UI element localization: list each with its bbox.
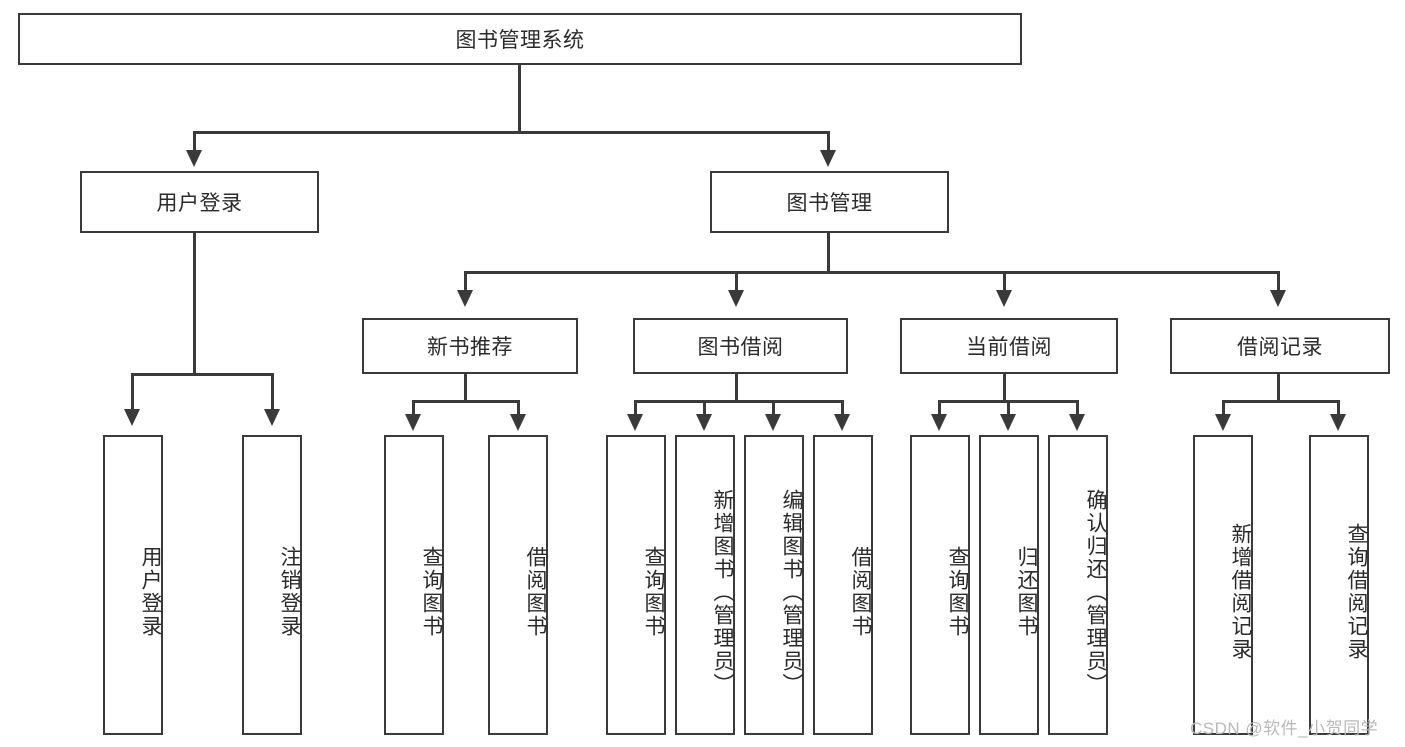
node-current-borrow[interactable]: 当前借阅 [900,318,1118,374]
arrowhead-user-login [186,150,202,167]
edge-book-management-stem [827,233,830,273]
arrowhead-cb-3 [1069,414,1085,431]
leaf-br-query-record[interactable]: 查询借阅记录 [1309,435,1369,735]
leaf-br-add-record[interactable]: 新增借阅记录 [1193,435,1253,735]
node-label: 查询借阅记录 [1345,523,1368,661]
arrowhead-br-2 [1330,414,1346,431]
arrowhead-bb-1 [627,414,643,431]
edge-new-book-recommend-stem [464,374,467,402]
node-label: 图书借阅 [697,336,784,359]
arrowhead-br-1 [1215,414,1231,431]
edge-drop-leaf-user-login-1 [131,373,134,413]
edge-drop-book-management [827,131,830,155]
edge-drop-user-login [193,131,196,155]
edge-drop-cb-3 [1076,400,1079,416]
edge-current-borrow-stem [1003,374,1006,402]
node-borrow-record[interactable]: 借阅记录 [1170,318,1390,374]
edge-book-borrow-stem [735,374,738,402]
leaf-user-login-logout[interactable]: 注销登录 [242,435,302,735]
node-label: 图书管理 [786,192,873,215]
node-label: 借阅图书 [849,546,872,638]
leaf-bb-query-book[interactable]: 查询图书 [606,435,666,735]
edge-drop-br-2 [1337,400,1340,416]
edge-level3-bus [464,271,1280,274]
edge-drop-cb-1 [938,400,941,416]
leaf-bb-edit-book-admin[interactable]: 编辑图书（管理员） [744,435,804,735]
node-label: 查询图书 [946,546,969,638]
arrowhead-bb-2 [696,414,712,431]
edge-book-borrow-bus [634,400,844,403]
node-book-borrow[interactable]: 图书借阅 [633,318,848,374]
edge-drop-bb-2 [703,400,706,416]
edge-drop-bb-4 [841,400,844,416]
arrowhead-leaf-user-login-1 [124,409,140,426]
arrowhead-level3-4 [1270,290,1286,307]
edge-borrow-record-stem [1277,374,1280,402]
edge-user-login-stem [193,233,196,375]
node-label: 图书管理系统 [455,29,585,52]
edge-user-login-bus [131,373,274,376]
leaf-bb-borrow-book[interactable]: 借阅图书 [813,435,873,735]
edge-drop-level3-3 [1003,271,1006,295]
edge-drop-nbr-2 [517,400,520,416]
node-label: 借阅图书 [524,546,547,638]
node-label: 用户登录 [156,192,243,215]
node-label: 确认归还（管理员） [1084,488,1107,696]
edge-level2-bus [193,131,830,134]
edge-drop-level3-4 [1277,271,1280,295]
edge-new-book-recommend-bus [412,400,520,403]
leaf-nbr-query-book[interactable]: 查询图书 [384,435,444,735]
node-label: 查询图书 [420,546,443,638]
node-root-book-management-system[interactable]: 图书管理系统 [18,13,1022,65]
leaf-user-login-login[interactable]: 用户登录 [103,435,163,735]
arrowhead-nbr-1 [405,414,421,431]
leaf-cb-confirm-return-admin[interactable]: 确认归还（管理员） [1048,435,1108,735]
edge-drop-nbr-1 [412,400,415,416]
node-label: 新增借阅记录 [1229,523,1252,661]
node-label: 编辑图书（管理员） [780,488,803,696]
arrowhead-level3-2 [728,290,744,307]
edge-drop-leaf-user-login-2 [271,373,274,413]
node-book-management[interactable]: 图书管理 [710,171,949,233]
edge-drop-level3-1 [464,271,467,295]
arrowhead-bb-4 [834,414,850,431]
edge-borrow-record-bus [1222,400,1340,403]
edge-drop-cb-2 [1007,400,1010,416]
edge-drop-bb-1 [634,400,637,416]
leaf-nbr-borrow-book[interactable]: 借阅图书 [488,435,548,735]
node-label: 新书推荐 [427,336,513,359]
edge-drop-level3-2 [735,271,738,295]
node-user-login[interactable]: 用户登录 [80,171,319,233]
arrowhead-level3-1 [457,290,473,307]
node-label: 借阅记录 [1237,336,1323,359]
node-label: 用户登录 [139,546,162,638]
leaf-bb-add-book-admin[interactable]: 新增图书（管理员） [675,435,735,735]
node-label: 查询图书 [642,546,665,638]
arrowhead-level3-3 [996,290,1012,307]
edge-root-stem [518,65,521,133]
arrowhead-bb-3 [765,414,781,431]
leaf-cb-return-book[interactable]: 归还图书 [979,435,1039,735]
arrowhead-book-management [820,150,836,167]
node-label: 当前借阅 [966,336,1052,359]
arrowhead-cb-2 [1000,414,1016,431]
leaf-cb-query-book[interactable]: 查询图书 [910,435,970,735]
node-label: 注销登录 [278,546,301,638]
node-label: 归还图书 [1015,546,1038,638]
arrowhead-nbr-2 [510,414,526,431]
node-new-book-recommend[interactable]: 新书推荐 [362,318,578,374]
csdn-watermark: CSDN @软件_小贺同学 [1190,719,1379,738]
arrowhead-leaf-user-login-2 [264,409,280,426]
edge-drop-br-1 [1222,400,1225,416]
node-label: 新增图书（管理员） [711,488,734,696]
arrowhead-cb-1 [931,414,947,431]
edge-drop-bb-3 [772,400,775,416]
